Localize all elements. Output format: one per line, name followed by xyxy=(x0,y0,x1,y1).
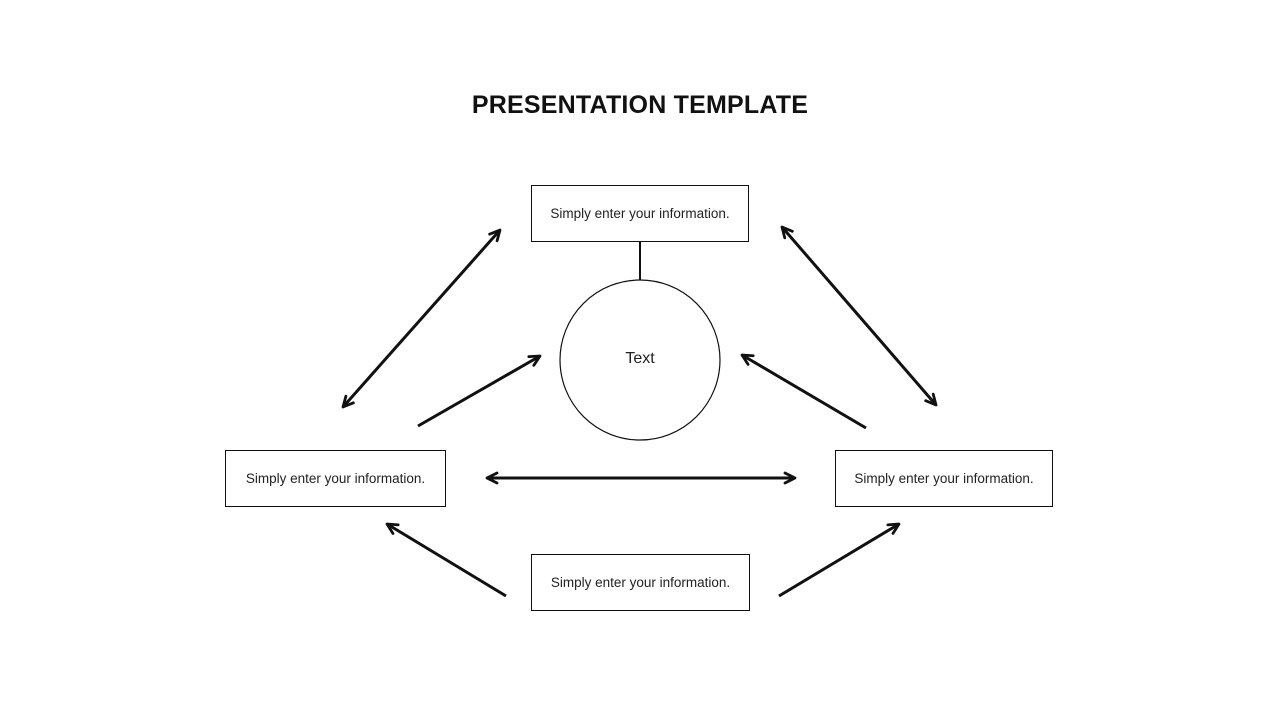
arrow-upper-right-diagonal xyxy=(780,225,938,407)
arrow-mid-right-to-circle xyxy=(740,353,867,430)
placeholder-box-top-label: Simply enter your information. xyxy=(550,206,730,221)
placeholder-box-top[interactable]: Simply enter your information. xyxy=(531,185,749,242)
center-circle[interactable] xyxy=(559,279,721,441)
placeholder-box-right-label: Simply enter your information. xyxy=(854,471,1034,486)
placeholder-box-left[interactable]: Simply enter your information. xyxy=(225,450,446,507)
placeholder-box-bottom-label: Simply enter your information. xyxy=(550,575,731,590)
placeholder-box-right[interactable]: Simply enter your information. xyxy=(835,450,1053,507)
slide-title: PRESENTATION TEMPLATE xyxy=(471,91,809,119)
arrow-bottom-left-to-left-box xyxy=(385,522,507,598)
arrow-upper-left-diagonal xyxy=(341,228,502,409)
placeholder-box-left-label: Simply enter your information. xyxy=(245,471,426,486)
center-circle-label[interactable]: Text xyxy=(625,350,655,367)
placeholder-box-bottom[interactable]: Simply enter your information. xyxy=(531,554,750,611)
arrow-mid-left-to-circle xyxy=(417,354,542,428)
arrow-bottom-right-to-right-box xyxy=(778,522,901,598)
